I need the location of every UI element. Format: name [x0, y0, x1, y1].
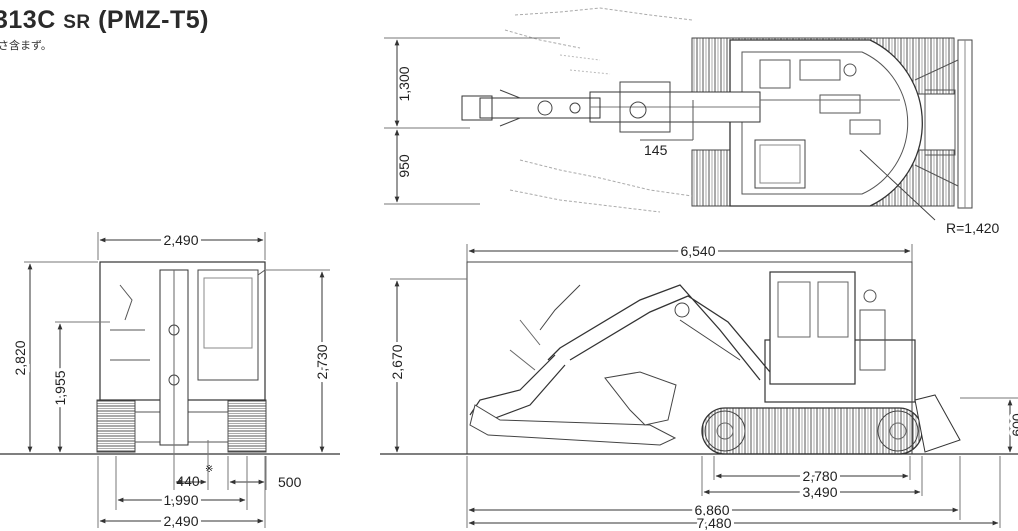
swing-outline — [504, 7, 693, 213]
front-view-drawing — [96, 261, 267, 453]
front-track-left — [96, 399, 136, 453]
title-note: さ含まず。 — [0, 40, 52, 52]
dim-track-length: 3,490 — [802, 484, 837, 500]
model-title: 313C SR (PMZ-T5) — [0, 6, 209, 35]
front-cab — [197, 269, 259, 381]
front-view-dimensions — [0, 232, 340, 528]
dim-upper-width: 1,300 — [396, 66, 412, 101]
model-number: 313C — [0, 6, 56, 34]
dim-front-height-right: 2,730 — [314, 344, 330, 379]
side-bucket-extended — [469, 404, 677, 446]
side-cab — [769, 271, 856, 385]
side-bucket-curled — [604, 371, 677, 426]
dim-tumbler-distance: 2,780 — [802, 468, 837, 484]
side-dozer-blade — [914, 394, 961, 453]
top-bucket — [461, 95, 493, 121]
side-undercarriage — [701, 407, 923, 455]
upper-structure — [729, 39, 923, 207]
dim-side-height: 2,670 — [389, 344, 405, 379]
asterisk-mark: ※ — [205, 464, 213, 475]
model-suffix: SR — [63, 12, 91, 33]
top-view-drawing — [461, 7, 973, 213]
dim-tail-radius: R=1,420 — [946, 220, 1000, 236]
dim-lower-width: 950 — [396, 154, 412, 178]
side-boom — [547, 284, 771, 381]
side-view-drawing — [469, 271, 961, 455]
top-view-dimensions — [384, 37, 936, 221]
dim-front-width-top: 2,490 — [163, 232, 198, 248]
dim-front-width-bottom: 2,490 — [163, 513, 198, 529]
dim-transport-length: 6,860 — [694, 502, 729, 518]
dim-overall-length: 7,480 — [696, 515, 731, 531]
dim-cab-height: 1,955 — [52, 370, 68, 405]
front-track-right — [227, 399, 267, 453]
side-view-dimensions — [380, 244, 1018, 528]
dim-side-top-length: 6,540 — [680, 243, 715, 259]
dim-offset: 145 — [644, 142, 668, 158]
dim-track-gauge: 1,990 — [163, 492, 198, 508]
dim-center-offset: 440 — [176, 473, 200, 489]
dim-shoe-width: 500 — [278, 474, 302, 490]
dim-front-height-left: 2,820 — [12, 340, 28, 375]
model-variant: (PMZ-T5) — [98, 6, 209, 34]
dim-blade-height: 600 — [1009, 413, 1018, 437]
